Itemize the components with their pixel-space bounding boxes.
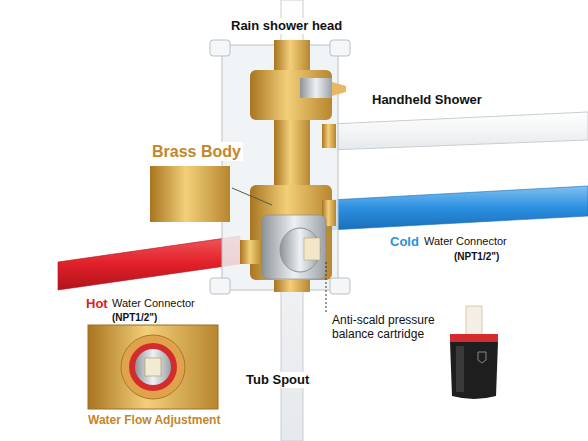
hot-label: Hot (84, 296, 110, 312)
part-label: Rain shower head (229, 18, 344, 34)
part-label: Handheld Shower (370, 92, 484, 108)
part-label: Anti-scald pressure balance cartridge (330, 313, 449, 342)
material-label: Brass Body (150, 142, 243, 161)
spec-label: (NPT1/2") (452, 251, 501, 263)
cold-label: Cold (388, 234, 421, 250)
material-label: Water Flow Adjustment (86, 413, 222, 427)
part-label: Tub Spout (244, 372, 311, 388)
part-label: Water Connector (422, 235, 509, 248)
spec-label: (NPT1/2") (110, 312, 159, 324)
part-label: Water Connector (110, 297, 197, 310)
